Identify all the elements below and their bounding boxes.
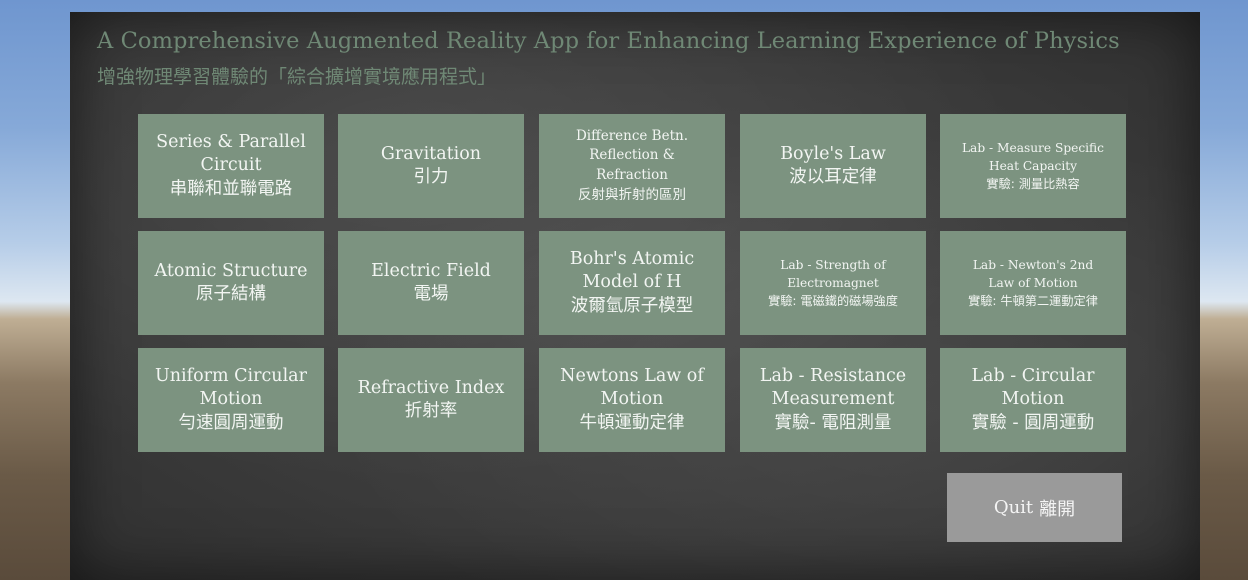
menu-tile-gravitation[interactable]: Gravitation 引力 [338,114,524,218]
tile-label-line: Measurement [771,389,895,410]
tile-label-line: Model of H [582,272,682,293]
tile-label-line: 串聯和並聯電路 [169,178,293,199]
tile-label-line: Motion [1001,389,1065,410]
tile-label-line: Difference Betn. [575,127,689,144]
menu-tile-boyles-law[interactable]: Boyle's Law 波以耳定律 [740,114,926,218]
tile-label-line: 實驗: 電磁鐵的磁場強度 [768,294,898,309]
quit-label-english: Quit [993,497,1034,518]
menu-tile-newtons-law-of-motion[interactable]: Newtons Law of Motion 牛頓運動定律 [539,348,725,452]
tile-label-line: 電場 [413,284,449,304]
tile-label-line: Motion [600,389,664,410]
tile-label-line: Electric Field [371,260,491,281]
tile-label-line: 波爾氫原子模型 [570,295,694,316]
tile-label-line: 牛頓運動定律 [579,412,685,433]
menu-tile-electric-field[interactable]: Electric Field 電場 [338,231,524,335]
menu-tile-uniform-circular-motion[interactable]: Uniform Circular Motion 勻速圓周運動 [138,348,324,452]
menu-tile-lab-specific-heat[interactable]: Lab - Measure Specific Heat Capacity 實驗:… [940,114,1126,218]
menu-tile-lab-circular-motion[interactable]: Lab - Circular Motion 實驗 - 圓周運動 [940,348,1126,452]
tile-label-line: 實驗 - 圓周運動 [971,412,1095,433]
tile-label-line: Series & Parallel [156,132,306,153]
tile-label-line: Circuit [200,155,262,176]
tile-label-line: Motion [199,389,263,410]
tile-label-line: Uniform Circular [155,366,307,387]
tile-label-line: 波以耳定律 [789,167,877,187]
tile-label-line: Electromagnet [787,275,879,290]
menu-tile-series-parallel-circuit[interactable]: Series & Parallel Circuit 串聯和並聯電路 [138,114,324,218]
menu-tile-lab-resistance-measurement[interactable]: Lab - Resistance Measurement 實驗- 電阻測量 [740,348,926,452]
tile-label-line: Boyle's Law [780,143,886,164]
menu-tile-lab-electromagnet[interactable]: Lab - Strength of Electromagnet 實驗: 電磁鐵的… [740,231,926,335]
tile-label-line: Lab - Strength of [780,257,886,272]
tile-label-line: Refraction [596,167,668,183]
tile-label-line: Atomic Structure [154,260,308,281]
menu-tile-reflection-refraction[interactable]: Difference Betn. Reflection & Refraction… [539,114,725,218]
tile-label-line: Bohr's Atomic [569,249,695,270]
tile-label-line: 原子結構 [196,284,266,304]
tile-label-line: Newtons Law of [560,366,704,387]
menu-tile-atomic-structure[interactable]: Atomic Structure 原子結構 [138,231,324,335]
tile-label-line: Lab - Resistance [759,366,907,387]
tile-label-line: 實驗: 測量比熱容 [986,177,1080,192]
tile-label-line: 實驗- 電阻測量 [774,412,892,433]
menu-tile-bohr-atomic-model[interactable]: Bohr's Atomic Model of H 波爾氫原子模型 [539,231,725,335]
tile-label-line: Law of Motion [988,275,1078,290]
tile-label-line: Lab - Newton's 2nd [972,257,1094,272]
app-title-chinese: 增強物理學習體驗的「綜合擴增實境應用程式」 [97,66,497,88]
tile-label-line: Reflection & [589,147,675,164]
tile-label-line: Lab - Measure Specific [961,140,1105,155]
tile-label-line: 引力 [413,167,449,187]
tile-label-line: 反射與折射的區別 [578,186,686,203]
tile-label-line: Lab - Circular [971,366,1095,387]
quit-button[interactable]: Quit 離開 [947,473,1122,542]
tile-label-line: Gravitation [380,143,482,164]
tile-label-line: 實驗: 牛頓第二運動定律 [968,294,1098,309]
tile-label-line: Heat Capacity [988,158,1078,173]
quit-label-chinese: 離開 [1039,498,1076,520]
tile-label-line: 勻速圓周運動 [178,412,284,433]
tile-label-line: Refractive Index [357,377,505,398]
app-title-english: A Comprehensive Augmented Reality App fo… [97,28,1120,54]
menu-tile-lab-newtons-second-law[interactable]: Lab - Newton's 2nd Law of Motion 實驗: 牛頓第… [940,231,1126,335]
menu-tile-refractive-index[interactable]: Refractive Index 折射率 [338,348,524,452]
tile-label-line: 折射率 [404,401,458,421]
